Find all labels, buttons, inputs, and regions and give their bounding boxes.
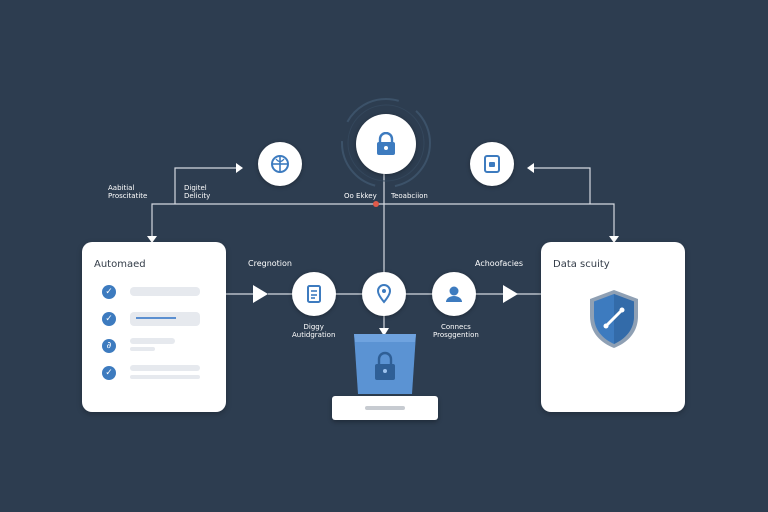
device-node[interactable]: [470, 142, 514, 186]
placeholder-bar: [130, 365, 200, 371]
document-node-label: Diggy Autidgration: [292, 323, 336, 339]
lock-icon: [377, 132, 395, 155]
accent-bar: [136, 317, 176, 319]
arrow-left-to-device-icon: [527, 163, 534, 173]
check-icon: ✓: [102, 285, 116, 299]
data-security-card[interactable]: Data scuity: [541, 242, 685, 412]
placeholder-bar: [130, 347, 155, 351]
top-connector-right: [384, 203, 615, 242]
data-security-card-title: Data scuity: [553, 259, 610, 270]
checklist-item[interactable]: ∂: [102, 338, 212, 354]
device-base: [332, 396, 438, 420]
document-node[interactable]: [292, 272, 336, 316]
placeholder-bar: [130, 287, 200, 296]
arrow-down-left-icon: [147, 236, 157, 243]
device-icon: [484, 155, 500, 173]
top-right-label: Teoabciion: [391, 192, 428, 200]
shield-icon: [590, 290, 638, 348]
check-icon: ✓: [102, 366, 116, 380]
top-lock-node[interactable]: [356, 114, 416, 174]
branch-to-globe: [174, 167, 238, 204]
top-left-label-b: Digitel Delicity: [184, 184, 211, 200]
top-connector-left: [151, 203, 384, 242]
flow-right-label: Achoofacies: [475, 259, 524, 268]
placeholder-bar: [130, 338, 175, 344]
user-icon: [446, 286, 462, 302]
checklist-item[interactable]: ✓: [102, 365, 212, 381]
link-icon: ∂: [102, 339, 116, 353]
checklist-item[interactable]: ✓: [102, 311, 212, 327]
check-icon: ✓: [102, 312, 116, 326]
location-pin-node[interactable]: [362, 272, 406, 316]
device-base-slot: [365, 406, 405, 410]
branch-to-device: [532, 167, 591, 204]
automation-card-title: Automaed: [94, 259, 146, 270]
placeholder-bar: [130, 312, 200, 326]
arrow-right-to-globe-icon: [236, 163, 243, 173]
lock-halo-ring: [341, 98, 431, 188]
checklist-item[interactable]: ✓: [102, 284, 212, 300]
arrow-down-right-icon: [609, 236, 619, 243]
flow-left-label: Cregnotion: [248, 259, 292, 268]
top-center-label: Oo Ekkey: [344, 192, 377, 200]
globe-icon: [271, 155, 289, 173]
placeholder-bar: [130, 375, 200, 379]
arrow-down-device-icon: [379, 328, 389, 336]
globe-node[interactable]: [258, 142, 302, 186]
automation-card[interactable]: Automaed ✓ ✓ ∂ ✓: [82, 242, 226, 412]
alert-dot: [373, 201, 379, 207]
top-left-label-a: Aabitial Proscitatite: [108, 184, 148, 200]
device-lock-icon: [375, 351, 395, 380]
user-node[interactable]: [432, 272, 476, 316]
arrow-right-flow-a-icon: [253, 285, 268, 303]
document-icon: [307, 285, 321, 303]
arrow-right-flow-b-icon: [503, 285, 518, 303]
location-pin-icon: [376, 284, 392, 304]
user-node-label: Connecs Prosggention: [433, 323, 479, 339]
